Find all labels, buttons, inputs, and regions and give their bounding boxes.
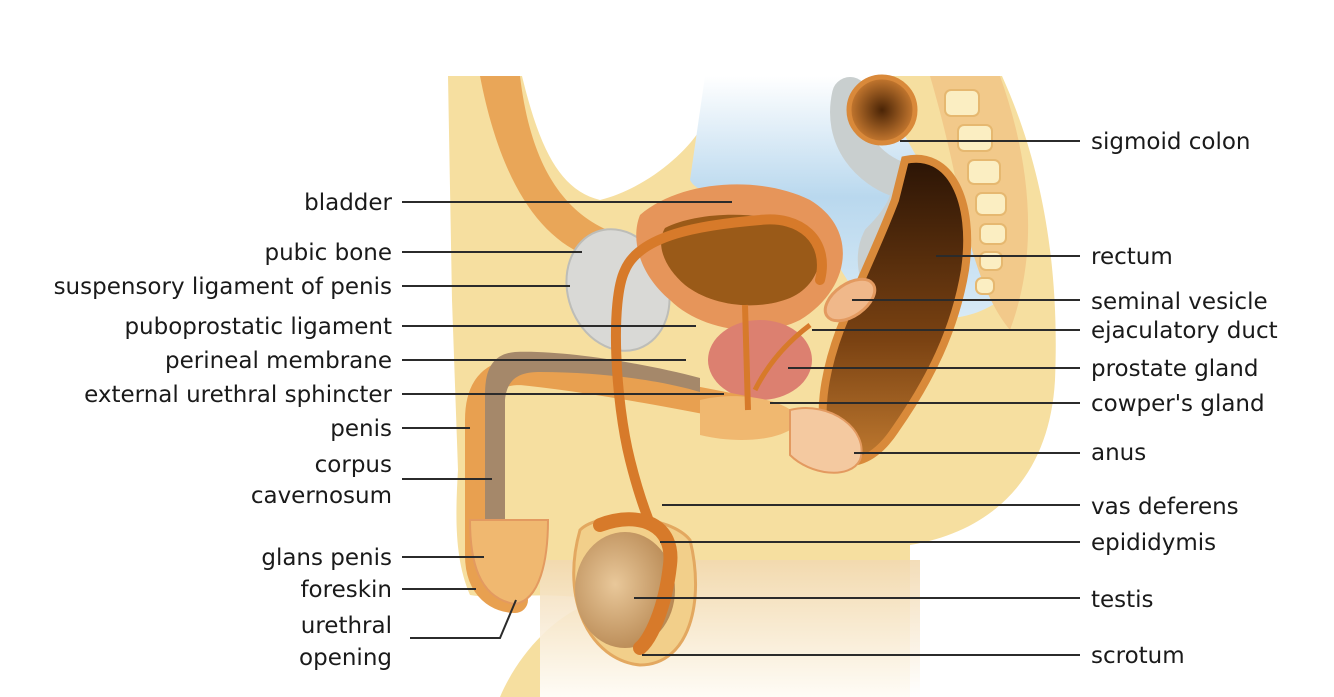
epididymis-shape — [593, 512, 678, 655]
ejaculatory-duct-line — [752, 323, 812, 392]
anatomy-illustration — [448, 74, 1056, 697]
label-perineal-membrane: perineal membrane — [165, 348, 392, 374]
abdominal-wall — [480, 76, 620, 260]
corpus-cavernosum-shape — [485, 351, 700, 536]
label-corpus: corpus — [315, 452, 392, 478]
label-foreskin: foreskin — [300, 577, 392, 603]
leader-urethral-opening — [410, 599, 517, 639]
label-urethral: urethral — [301, 613, 392, 639]
seminal-vesicle-shape — [823, 277, 877, 323]
label-ejaculatory-duct: ejaculatory duct — [1091, 318, 1278, 344]
label-scrotum: scrotum — [1091, 643, 1185, 669]
label-prostate-gland: prostate gland — [1091, 356, 1258, 382]
label-epididymis: epididymis — [1091, 530, 1216, 556]
label-anus: anus — [1091, 440, 1146, 466]
label-puboprostatic-ligament: puboprostatic ligament — [124, 314, 392, 340]
bladder-lumen — [661, 214, 820, 306]
perineum-shape — [700, 396, 800, 440]
label-glans-penis: glans penis — [261, 545, 392, 571]
label-external-urethral-sphincter: external urethral sphincter — [84, 382, 392, 408]
label-rectum: rectum — [1091, 244, 1173, 270]
label-vas-deferens: vas deferens — [1091, 494, 1239, 520]
urethra-prostatic — [742, 304, 751, 411]
anal-sphincter — [789, 407, 863, 474]
label-cowpers-gland: cowper's gland — [1091, 391, 1265, 417]
vas-deferens-duct — [610, 214, 827, 550]
labels-right: sigmoid colon rectum seminal vesicle eja… — [1091, 129, 1278, 669]
label-sigmoid-colon: sigmoid colon — [1091, 129, 1251, 155]
sigmoid-colon-lumen — [846, 74, 918, 146]
label-penis: penis — [330, 416, 392, 442]
label-opening: opening — [299, 645, 392, 671]
label-suspensory-ligament: suspensory ligament of penis — [54, 274, 392, 300]
label-cavernosum: cavernosum — [251, 483, 392, 509]
label-testis: testis — [1091, 587, 1154, 613]
label-seminal-vesicle: seminal vesicle — [1091, 289, 1268, 315]
leader-lines — [402, 140, 1080, 656]
prostate-shape — [708, 320, 812, 400]
labels-left: bladder pubic bone suspensory ligament o… — [54, 190, 393, 671]
label-bladder: bladder — [304, 190, 392, 216]
label-pubic-bone: pubic bone — [264, 240, 392, 266]
